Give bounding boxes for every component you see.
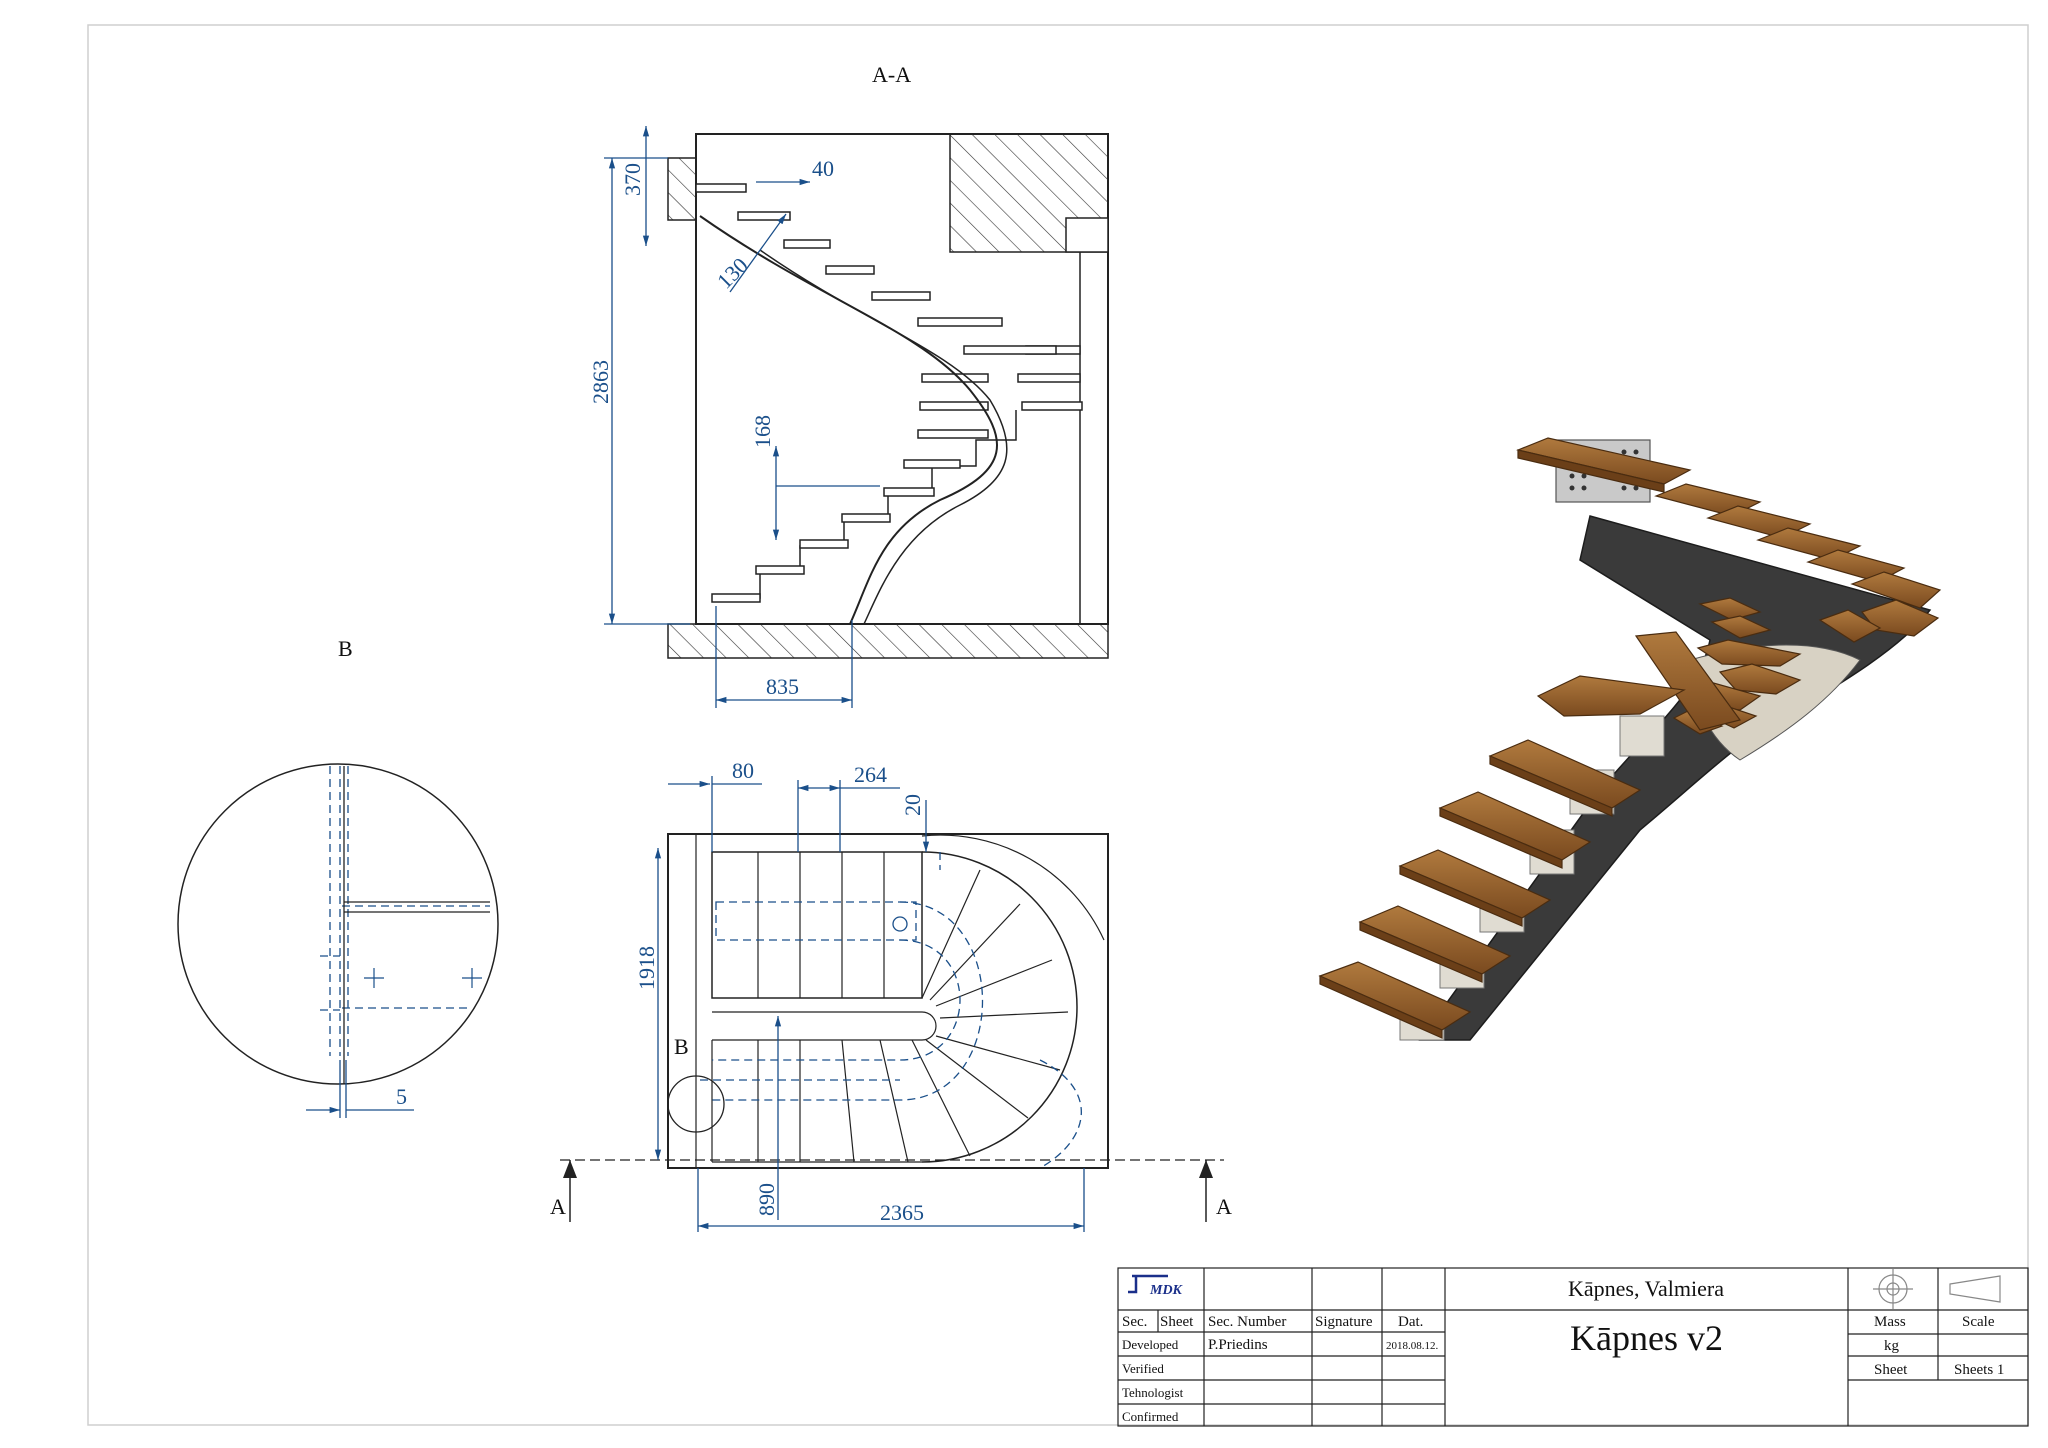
dim-1918: 1918 — [634, 946, 659, 990]
plan-view: B A A 80 264 20 1918 890 23 — [550, 758, 1232, 1232]
dim-370: 370 — [620, 163, 645, 196]
section-treads — [695, 183, 1083, 603]
section-view-a-a: A-A — [588, 62, 1109, 708]
wooden-treads — [1318, 437, 1942, 1039]
title-block — [1117, 1267, 2029, 1427]
dim-5: 5 — [396, 1084, 407, 1109]
detail-b-ref: B — [674, 1034, 689, 1059]
company-logo: MDK — [1128, 1274, 1184, 1298]
hdr-date: Dat. — [1398, 1314, 1423, 1330]
dim-890: 890 — [754, 1183, 779, 1216]
plan-dimensions — [654, 776, 1085, 1232]
dim-264: 264 — [854, 762, 887, 787]
developed-date: 2018.08.12. — [1386, 1340, 1439, 1352]
hdr-sec: Sec. — [1122, 1314, 1147, 1330]
dim-835: 835 — [766, 674, 799, 699]
drawing-title: Kāpnes v2 — [1570, 1318, 1723, 1358]
role-tehnologist: Tehnologist — [1122, 1385, 1184, 1400]
section-dimensions — [604, 126, 880, 708]
logo-text: MDK — [1149, 1283, 1184, 1298]
dim-20: 20 — [900, 794, 925, 816]
detail-view-b: B 5 — [177, 636, 499, 1118]
mass-unit: kg — [1884, 1338, 1900, 1354]
developer-name: P.Priedins — [1208, 1337, 1268, 1353]
hdr-sec-number: Sec. Number — [1208, 1314, 1286, 1330]
hdr-signature: Signature — [1315, 1314, 1373, 1330]
plan-hidden-lines — [700, 852, 1082, 1169]
hdr-sheet: Sheet — [1160, 1314, 1194, 1330]
dim-2863: 2863 — [588, 360, 613, 404]
title-block-symbols — [1873, 1269, 2001, 1309]
role-verified: Verified — [1122, 1361, 1164, 1376]
sheet-label: Sheet — [1874, 1362, 1908, 1378]
role-developed: Developed — [1122, 1337, 1179, 1352]
detail-label: B — [338, 636, 353, 661]
isometric-staircase-render — [1318, 437, 1942, 1041]
dim-80: 80 — [732, 758, 754, 783]
project-name: Kāpnes, Valmiera — [1568, 1276, 1724, 1301]
section-label: A-A — [872, 62, 911, 87]
plan-tread-lines — [711, 852, 1069, 1163]
dim-130: 130 — [712, 253, 753, 294]
role-confirmed: Confirmed — [1122, 1409, 1179, 1424]
detail-b-marker — [667, 1075, 725, 1133]
scale-label: Scale — [1962, 1314, 1995, 1330]
cut-label-left: A — [550, 1194, 566, 1219]
dim-40: 40 — [812, 156, 834, 181]
sheets-count: Sheets 1 — [1954, 1362, 2004, 1378]
dim-168: 168 — [750, 415, 775, 448]
floor-slab — [667, 623, 1109, 659]
upper-slab — [667, 157, 697, 221]
dim-2365: 2365 — [880, 1200, 924, 1225]
sheet-border — [87, 24, 2029, 1426]
mass-label: Mass — [1874, 1314, 1906, 1330]
cut-label-right: A — [1216, 1194, 1232, 1219]
